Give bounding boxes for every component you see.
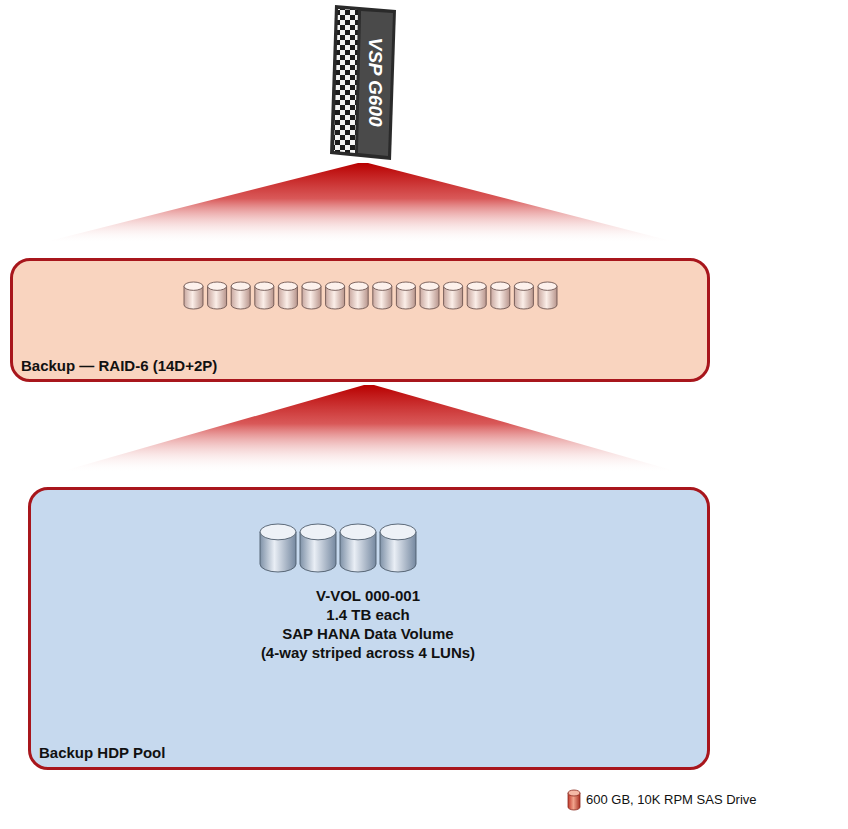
pool-box: V-VOL 000-0011.4 TB eachSAP HANA Data Vo… (28, 487, 710, 770)
volume-text: V-VOL 000-001 (168, 586, 568, 605)
raid-group-box: Backup — RAID-6 (14D+2P) (10, 258, 710, 382)
volume-text: SAP HANA Data Volume (168, 624, 568, 643)
device-label: VSP G600 (364, 37, 386, 126)
volume-text: 1.4 TB each (168, 605, 568, 624)
volume-text: (4-way striped across 4 LUNs) (168, 643, 568, 662)
legend-text: 600 GB, 10K RPM SAS Drive (586, 792, 757, 807)
storage-illustration (330, 5, 396, 160)
pool-label: Backup HDP Pool (39, 744, 165, 761)
fan-connector (63, 385, 675, 471)
storage-system: VSP G600 (330, 5, 396, 160)
raid-label: Backup — RAID-6 (14D+2P) (21, 357, 217, 374)
fan-connector (45, 163, 675, 242)
volume-text-block: V-VOL 000-0011.4 TB eachSAP HANA Data Vo… (168, 586, 568, 662)
drive-icon (566, 788, 582, 812)
